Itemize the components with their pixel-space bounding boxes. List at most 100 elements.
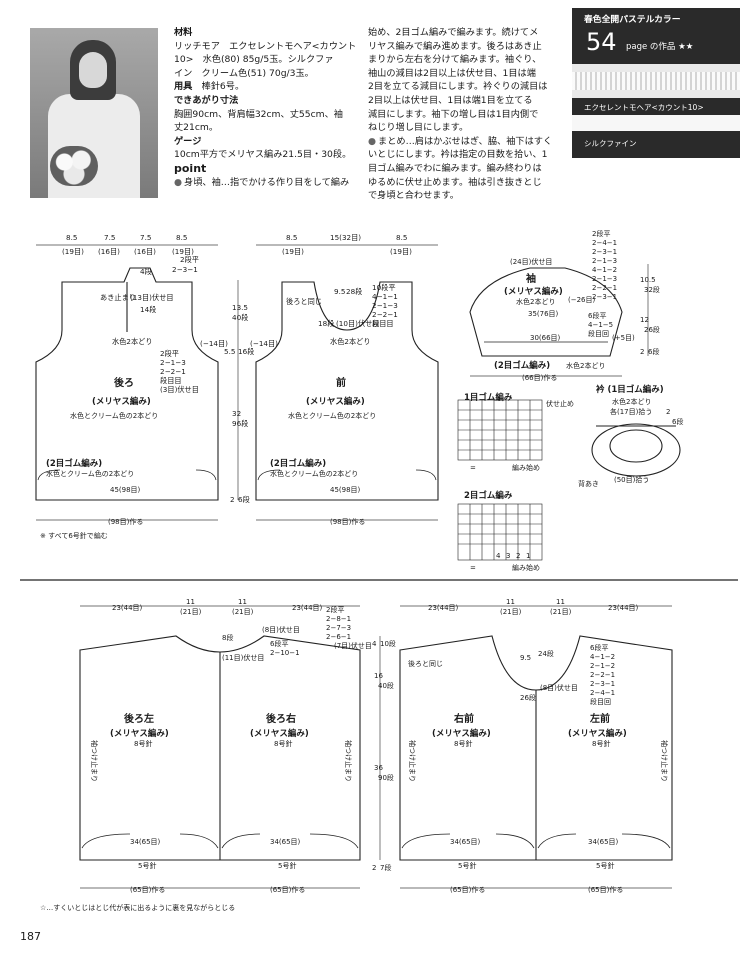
- step-note: 2段平: [592, 229, 610, 238]
- cast-label: (65目)作る: [270, 885, 305, 894]
- back-left-title: 後ろ左: [124, 712, 154, 725]
- dim-label: 11: [238, 598, 247, 606]
- instruction-line: 2目以上は伏せ目、1目は端1目を立てる: [368, 94, 533, 106]
- legend-eq: =: [470, 464, 476, 472]
- footnote: ☆…すくいとじはとじ代が表に出るように裏を見ながらとじる: [40, 903, 235, 912]
- panel-page-label: page の作品 ★★: [626, 42, 694, 52]
- instruction-line: まとめ…肩はかぶせはぎ、脇、袖下はすく: [368, 135, 554, 149]
- dim-label: (21目): [500, 608, 522, 616]
- sleeve-stop-label: 袖つけ止まり: [408, 740, 417, 782]
- dim-label: 23(44目): [428, 604, 459, 612]
- sleeve-rib-yarn: 水色2本どり: [566, 361, 605, 370]
- step-note: 28段: [346, 287, 362, 296]
- materials-line: 10> 水色(80) 85g/5玉。シルクファ: [174, 54, 334, 66]
- front-cast: (98目)作る: [330, 517, 365, 526]
- collar-title: 衿 (1目ゴム編み): [596, 384, 664, 395]
- dim-label: 11: [186, 598, 195, 606]
- dim-label: 96段: [232, 419, 248, 428]
- yarn-note: 水色2本どり: [112, 337, 153, 346]
- dim-label: 40段: [232, 313, 248, 322]
- step-note: 2−8−1: [326, 615, 351, 623]
- collar-yarn: 水色2本どり: [612, 397, 651, 406]
- cast-label: (65目)作る: [450, 885, 485, 894]
- back-cast: (98目)作る: [108, 517, 143, 526]
- dim-label: 10段: [380, 639, 396, 648]
- dim-label: 7.5: [104, 233, 115, 242]
- step-note: (10目)伏せ目: [336, 319, 380, 328]
- instruction-line: リヤス編みで編み進めます。後ろはあき止: [368, 40, 542, 52]
- left-front-needle: 8号針: [592, 739, 610, 748]
- gauge-value: 10cm平方でメリヤス編み21.5目・30段。: [174, 149, 352, 161]
- back-yarn: 水色とクリーム色の2本どり: [70, 411, 158, 420]
- back-left-sub: (メリヤス編み): [110, 728, 169, 739]
- front-piece-outline: [255, 281, 439, 501]
- size-heading: できあがり寸法: [174, 94, 239, 106]
- dim-label: (16目): [98, 247, 120, 256]
- instruction-line: 袖山の減目は2目以上は伏せ目、1目は端: [368, 67, 536, 79]
- front-rib-curve: [257, 469, 437, 481]
- dim-label: 26段: [644, 325, 660, 334]
- dim-label: 15(32目): [330, 233, 361, 242]
- dim-label: 16段: [238, 347, 254, 356]
- bottom-dim: 34(65目): [130, 838, 161, 846]
- step-note: 2−2−1: [590, 671, 615, 679]
- project-panel: 春色全開パステルカラー 54 page の作品 ★★ エクセレントモヘア<カウン…: [572, 8, 740, 158]
- step-note: 4段: [140, 267, 152, 276]
- dim-label: 26段: [520, 693, 536, 702]
- dim-label: 9.5: [520, 654, 531, 662]
- instruction-line: で身頃と合わせます。: [368, 190, 459, 202]
- chart2-num: 2: [516, 552, 520, 560]
- cast-label: (65目)作る: [130, 885, 165, 894]
- right-front-needle: 8号針: [454, 739, 472, 748]
- step-note: 2−6−1: [326, 633, 351, 641]
- back-right-needle: 8号針: [274, 739, 292, 748]
- step-note: 段目目: [160, 376, 182, 385]
- sleeve-minus: (−26目): [568, 296, 596, 304]
- step-note: 6段平: [590, 643, 608, 652]
- instruction-line: いとじにします。衿は指定の目数を拾い、1: [368, 149, 548, 161]
- back-subtitle: (メリヤス編み): [92, 396, 151, 407]
- tools-heading: 用具: [174, 81, 193, 93]
- yarn-note: 水色2本どり: [330, 337, 371, 346]
- yarn-label-mohair: エクセレントモヘア<カウント10>: [584, 103, 704, 112]
- page-number: 187: [20, 930, 41, 943]
- sleeve-mid: 35(76目): [528, 310, 559, 318]
- instruction-line: 始め、2目ゴム編みで編みます。続けてメ: [368, 27, 539, 38]
- step-note: 2−2−1: [160, 367, 186, 376]
- needle-label: 5号針: [596, 861, 614, 870]
- dim-label: 7.5: [140, 233, 151, 242]
- step-note: 2−4−1: [590, 689, 615, 697]
- dim-label: (19目): [62, 247, 84, 256]
- dim-label: 23(44目): [292, 604, 323, 612]
- front-rib-label: (2目ゴム編み): [270, 458, 326, 469]
- step-note: 4−1−2: [592, 266, 617, 274]
- point-heading: point: [174, 161, 207, 175]
- dim-label: (−14目): [200, 339, 228, 348]
- point-line: 身頃、袖…指でかける作り目をして編み: [174, 176, 359, 190]
- step-note: 4−1−2: [590, 653, 615, 661]
- step-note: 2−4−1: [592, 239, 617, 247]
- yarn-swatch-mohair: [572, 64, 740, 98]
- dim-label: 11: [556, 598, 565, 606]
- dim-label: 40段: [378, 681, 394, 690]
- step-note: 2−2−1: [372, 310, 398, 319]
- step-note: (11目)伏せ目: [222, 653, 264, 662]
- materials-heading: 材料: [174, 27, 193, 38]
- front-subtitle: (メリヤス編み): [306, 396, 365, 407]
- materials-spec: 材料 リッチモア エクセレントモヘア<カウント 10> 水色(80) 85g/5…: [174, 26, 359, 189]
- step-note: (13目)伏せ目: [130, 293, 174, 302]
- chart1-end: 伏せ止め: [546, 399, 574, 408]
- instruction-line: 減目にします。袖下の増し目は1目内側で: [368, 108, 539, 120]
- sleeve-outline: [469, 267, 623, 357]
- gauge-heading: ゲージ: [174, 135, 202, 147]
- back-lower-outline: [79, 635, 361, 861]
- sleeve-title: 袖: [525, 272, 536, 285]
- step-note: (3目)伏せ目: [160, 385, 199, 394]
- back-bottom-dim: 45(98目): [110, 486, 141, 494]
- materials-line: リッチモア エクセレントモヘア<カウント: [174, 40, 357, 52]
- dim-label: 16: [374, 672, 383, 680]
- dim-label: 36: [374, 764, 383, 772]
- dim-label: 90段: [378, 773, 394, 782]
- front-bottom-dim: 45(98目): [330, 486, 361, 494]
